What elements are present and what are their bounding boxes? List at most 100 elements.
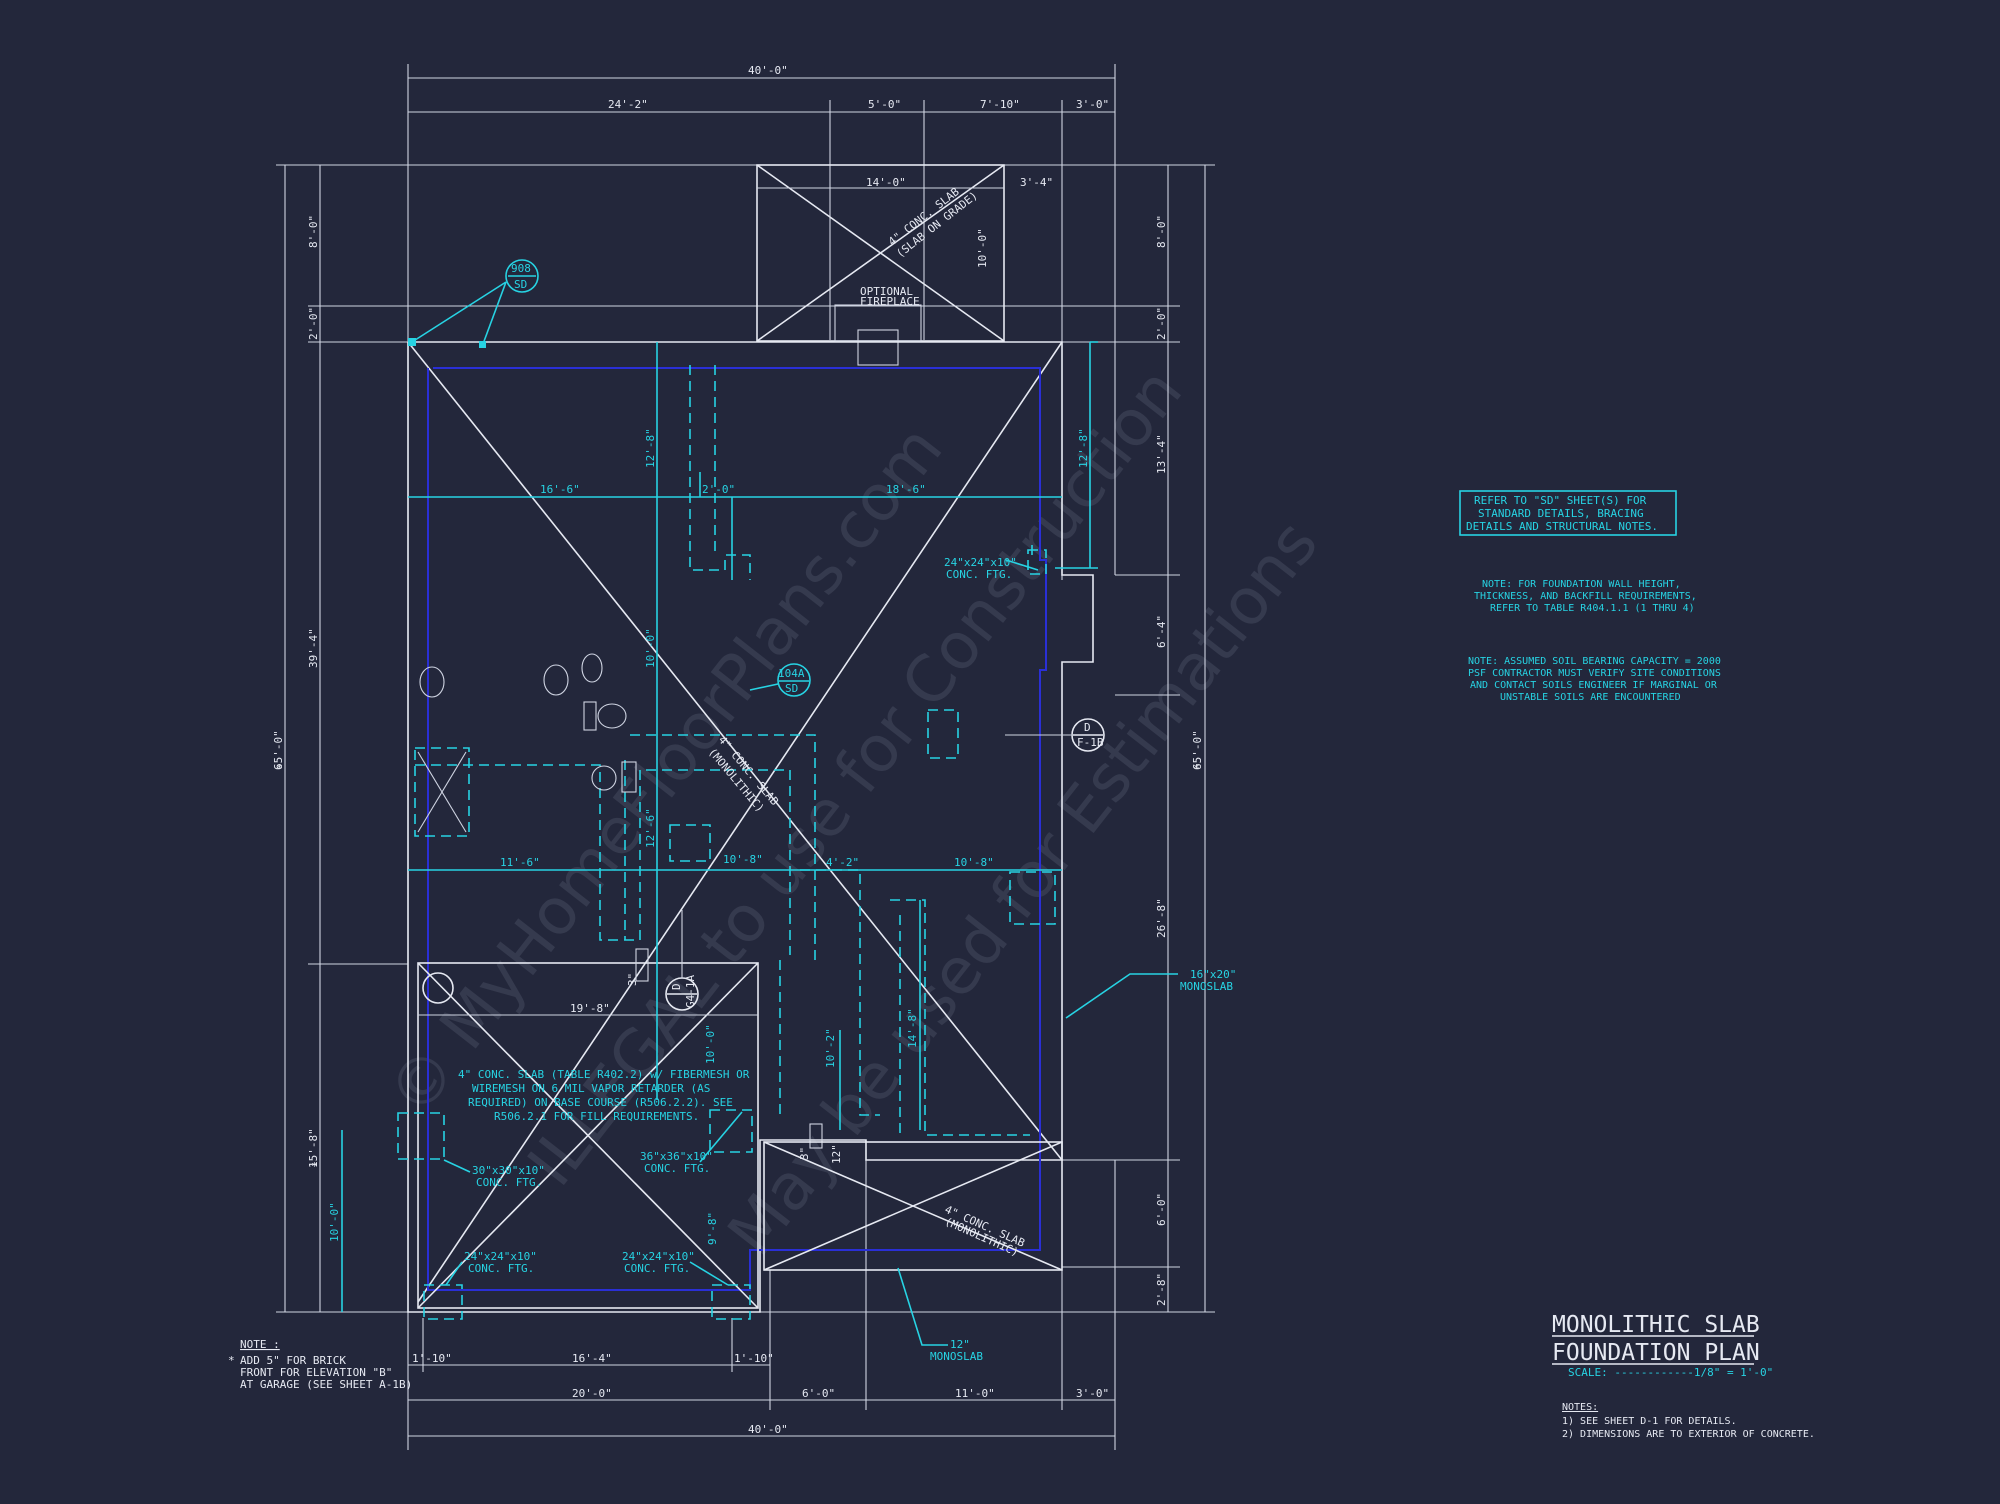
callout-908-num: 908 — [511, 262, 531, 275]
dim-int-5: 12'-8" — [1077, 428, 1090, 468]
dim-int-13: 10'-2" — [824, 1028, 837, 1068]
callout-908-ref: SD — [514, 278, 527, 291]
callout-f1b-mark: D — [1084, 721, 1091, 734]
dim-garage-width: 19'-8" — [570, 1002, 610, 1015]
dim-left-seg-2: 2'-0" — [307, 307, 320, 340]
interior-footings — [414, 365, 1056, 1136]
dim-bottom-seg-4: 3'-0" — [1076, 1387, 1109, 1400]
wall-note-1: NOTE: FOR FOUNDATION WALL HEIGHT, — [1482, 579, 1681, 590]
monoslab-16-label-2: MONOSLAB — [1180, 980, 1233, 993]
ftg-30-label-1: 30"x30"x10" — [472, 1164, 545, 1177]
left-dimensions: 65'-0" 8'-0" 2'-0" 39'-4" 15'-8" * * — [272, 164, 1215, 1313]
dim-right-seg-4: 6'-4" — [1155, 615, 1168, 648]
soil-note-1: NOTE: ASSUMED SOIL BEARING CAPACITY = 20… — [1468, 656, 1721, 667]
plumbing-fixtures — [419, 653, 823, 1149]
dim-int-2: 2'-0" — [702, 483, 735, 496]
dim-left-seg-3: 39'-4" — [307, 628, 320, 668]
title-scale: SCALE: ------------1/8" = 1'-0" — [1568, 1366, 1773, 1379]
right-dimensions: 65'-0" 8'-0" 2'-0" 13'-4" 6'-4" 26'-8" 6… — [1060, 165, 1206, 1312]
dim-bottom-sub-3: 1'-10" — [734, 1352, 774, 1365]
dim-right-seg-3: 13'-4" — [1155, 434, 1168, 474]
dim-right-seg-2: 2'-0" — [1155, 307, 1168, 340]
dim-left-seg-4: 15'-8" — [307, 1128, 320, 1168]
dim-porch-depth: 10'-0" — [976, 228, 989, 268]
ftg-24-br-label-1: 24"x24"x10" — [622, 1250, 695, 1263]
front-porch: 14'-0" 3'-4" 10'-0" 4" CONC. SLAB (SLAB … — [756, 164, 1053, 366]
dim-int-8: 10'-8" — [723, 853, 763, 866]
dim-right-seg-6: 6'-0" — [1155, 1193, 1168, 1226]
soil-note-4: UNSTABLE SOILS ARE ENCOUNTERED — [1500, 692, 1681, 703]
garage-slab-note-1: 4" CONC. SLAB (TABLE R402.2) w/ FIBERMES… — [458, 1068, 750, 1081]
refer-note-3: DETAILS AND STRUCTURAL NOTES. — [1466, 520, 1658, 533]
dim-int-16: 3" — [798, 1147, 811, 1160]
ftg-24-bl-label-1: 24"x24"x10" — [464, 1250, 537, 1263]
brick-note-line-2: FRONT FOR ELEVATION "B" — [240, 1366, 392, 1379]
dim-int-9: 4'-2" — [826, 856, 859, 869]
dim-left-mark-1: * — [276, 762, 283, 775]
dim-bottom-sub-1: 1'-10" — [412, 1352, 452, 1365]
title-notes-header: NOTES: — [1562, 1402, 1598, 1413]
dim-left-mark-2: * — [311, 1160, 318, 1173]
title-note-2: 2) DIMENSIONS ARE TO EXTERIOR OF CONCRET… — [1562, 1429, 1815, 1440]
dim-int-12: 10'-0" — [704, 1024, 717, 1064]
title-note-1: 1) SEE SHEET D-1 FOR DETAILS. — [1562, 1416, 1737, 1427]
dim-bottom-seg-1: 20'-0" — [572, 1387, 612, 1400]
dim-bottom-overall: 40'-0" — [748, 1423, 788, 1436]
top-dimensions: 40'-0" 24'-2" 5'-0" 7'-10" 3'-0" — [407, 64, 1116, 1450]
dim-int-7: 11'-6" — [500, 856, 540, 869]
soil-note-3: AND CONTACT SOILS ENGINEER IF MARGINAL O… — [1470, 680, 1718, 691]
fireplace-label-2: FIREPLACE — [860, 295, 920, 308]
wall-note-2: THICKNESS, AND BACKFILL REQUIREMENTS, — [1474, 591, 1697, 602]
dim-int-11: 12'-6" — [644, 808, 657, 848]
brick-note-header: NOTE : — [240, 1338, 280, 1351]
dim-porch-width: 14'-0" — [866, 176, 906, 189]
refer-note-2: STANDARD DETAILS, BRACING — [1478, 507, 1644, 520]
wall-note-3: REFER TO TABLE R404.1.1 (1 THRU 4) — [1490, 603, 1695, 614]
monoslab-16-label-1: 16"x20" — [1190, 968, 1236, 981]
callout-f1b-ref: F-1B — [1077, 736, 1104, 749]
dim-int-17: 12" — [830, 1144, 843, 1164]
title-line-2: FOUNDATION PLAN — [1552, 1340, 1760, 1366]
dim-right-mark: * — [1193, 762, 1200, 775]
callout-g1a-mark: D — [670, 983, 683, 990]
leader-labels: 24"x24"x10" CONC. FTG. 16"x20" MONOSLAB … — [897, 556, 1236, 1363]
brick-note-mark: * — [228, 1354, 235, 1367]
dim-int-6: 10'-0" — [644, 628, 657, 668]
dim-int-1: 16'-6" — [540, 483, 580, 496]
dim-garage-side-r: 9'-8" — [706, 1212, 719, 1245]
monoslab-12-label-2: MONOSLAB — [930, 1350, 983, 1363]
dim-garage-side: 10'-0" — [328, 1202, 341, 1242]
dim-bottom-sub-2: 16'-4" — [572, 1352, 612, 1365]
dim-porch-side: 3'-4" — [1020, 176, 1053, 189]
dim-right-seg-7: 2'-8" — [1155, 1273, 1168, 1306]
section-callouts: 908 SD 104A SD D F-1B D G4-1A — [408, 259, 1105, 1011]
dim-bottom-seg-3: 11'-0" — [955, 1387, 995, 1400]
dim-right-overall: 65'-0" — [1191, 730, 1204, 770]
dim-right-seg-5: 26'-8" — [1155, 898, 1168, 938]
ftg-24-bl-label-2: CONC. FTG. — [468, 1262, 534, 1275]
ftg-36-label-2: CONC. FTG. — [644, 1162, 710, 1175]
title-line-1: MONOLITHIC SLAB — [1552, 1312, 1760, 1338]
monoslab-12-label-1: 12" — [950, 1338, 970, 1351]
dim-int-10: 10'-8" — [954, 856, 994, 869]
dim-bottom-seg-2: 6'-0" — [802, 1387, 835, 1400]
garage: 19'-8" 10'-0" 4" CONC. SLAB (TABLE R402.… — [328, 962, 759, 1320]
ftg-24-top-label-1: 24"x24"x10" — [944, 556, 1017, 569]
garage-slab-note-2: WIREMESH ON 6 MIL VAPOR RETARDER (AS — [472, 1082, 710, 1095]
dim-int-3: 18'-6" — [886, 483, 926, 496]
dim-int-4: 12'-8" — [644, 428, 657, 468]
bottom-dimensions: 40'-0" 20'-0" 6'-0" 11'-0" 3'-0" 1'-10" … — [408, 1150, 1115, 1437]
callout-104a-ref: SD — [785, 682, 798, 695]
callout-g1a-ref: G4-1A — [684, 975, 697, 1008]
garage-slab-note-3: REQUIRED) ON BASE COURSE (R506.2.2). SEE — [468, 1096, 733, 1109]
soil-note-2: PSF CONTRACTOR MUST VERIFY SITE CONDITIO… — [1468, 668, 1721, 679]
brick-note: NOTE : * ADD 5" FOR BRICK FRONT FOR ELEV… — [228, 1338, 412, 1391]
garage-slab-note-4: R506.2.1 FOR FILL REQUIREMENTS. — [494, 1110, 699, 1123]
dim-top-seg-3: 7'-10" — [980, 98, 1020, 111]
refer-note-1: REFER TO "SD" SHEET(S) FOR — [1474, 494, 1647, 507]
callout-104a-num: 104A — [778, 667, 805, 680]
ftg-24-top-label-2: CONC. FTG. — [946, 568, 1012, 581]
dim-int-15: 3" — [626, 973, 639, 986]
